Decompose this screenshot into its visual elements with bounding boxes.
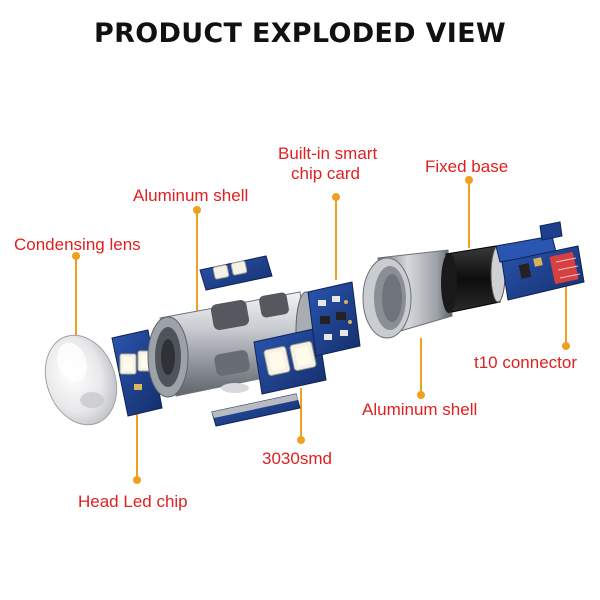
- label-aluminum-shell-bottom: Aluminum shell: [362, 400, 478, 419]
- label-3030smd: 3030smd: [262, 449, 332, 468]
- label-builtin-chip-line2: chip card: [291, 164, 360, 183]
- label-fixed-base: Fixed base: [425, 157, 509, 176]
- leader-lines: [72, 176, 570, 484]
- label-builtin-chip-line1: Built-in smart: [278, 144, 378, 163]
- label-aluminum-shell-top: Aluminum shell: [133, 186, 249, 205]
- label-condensing-lens: Condensing lens: [14, 235, 141, 254]
- top-led-board: [199, 255, 273, 291]
- fixed-base: [441, 245, 506, 313]
- page-title: PRODUCT EXPLODED VIEW: [94, 18, 506, 49]
- smd-3030-board: [253, 327, 327, 395]
- t10-connector: [495, 221, 585, 301]
- label-t10-connector: t10 connector: [474, 353, 578, 372]
- bottom-led-strip: [211, 393, 301, 427]
- builtin-smart-chip-card: [307, 281, 361, 357]
- label-head-led-chip: Head Led chip: [78, 492, 188, 511]
- aluminum-shell-right: [362, 249, 453, 339]
- condensing-lens: [44, 334, 118, 426]
